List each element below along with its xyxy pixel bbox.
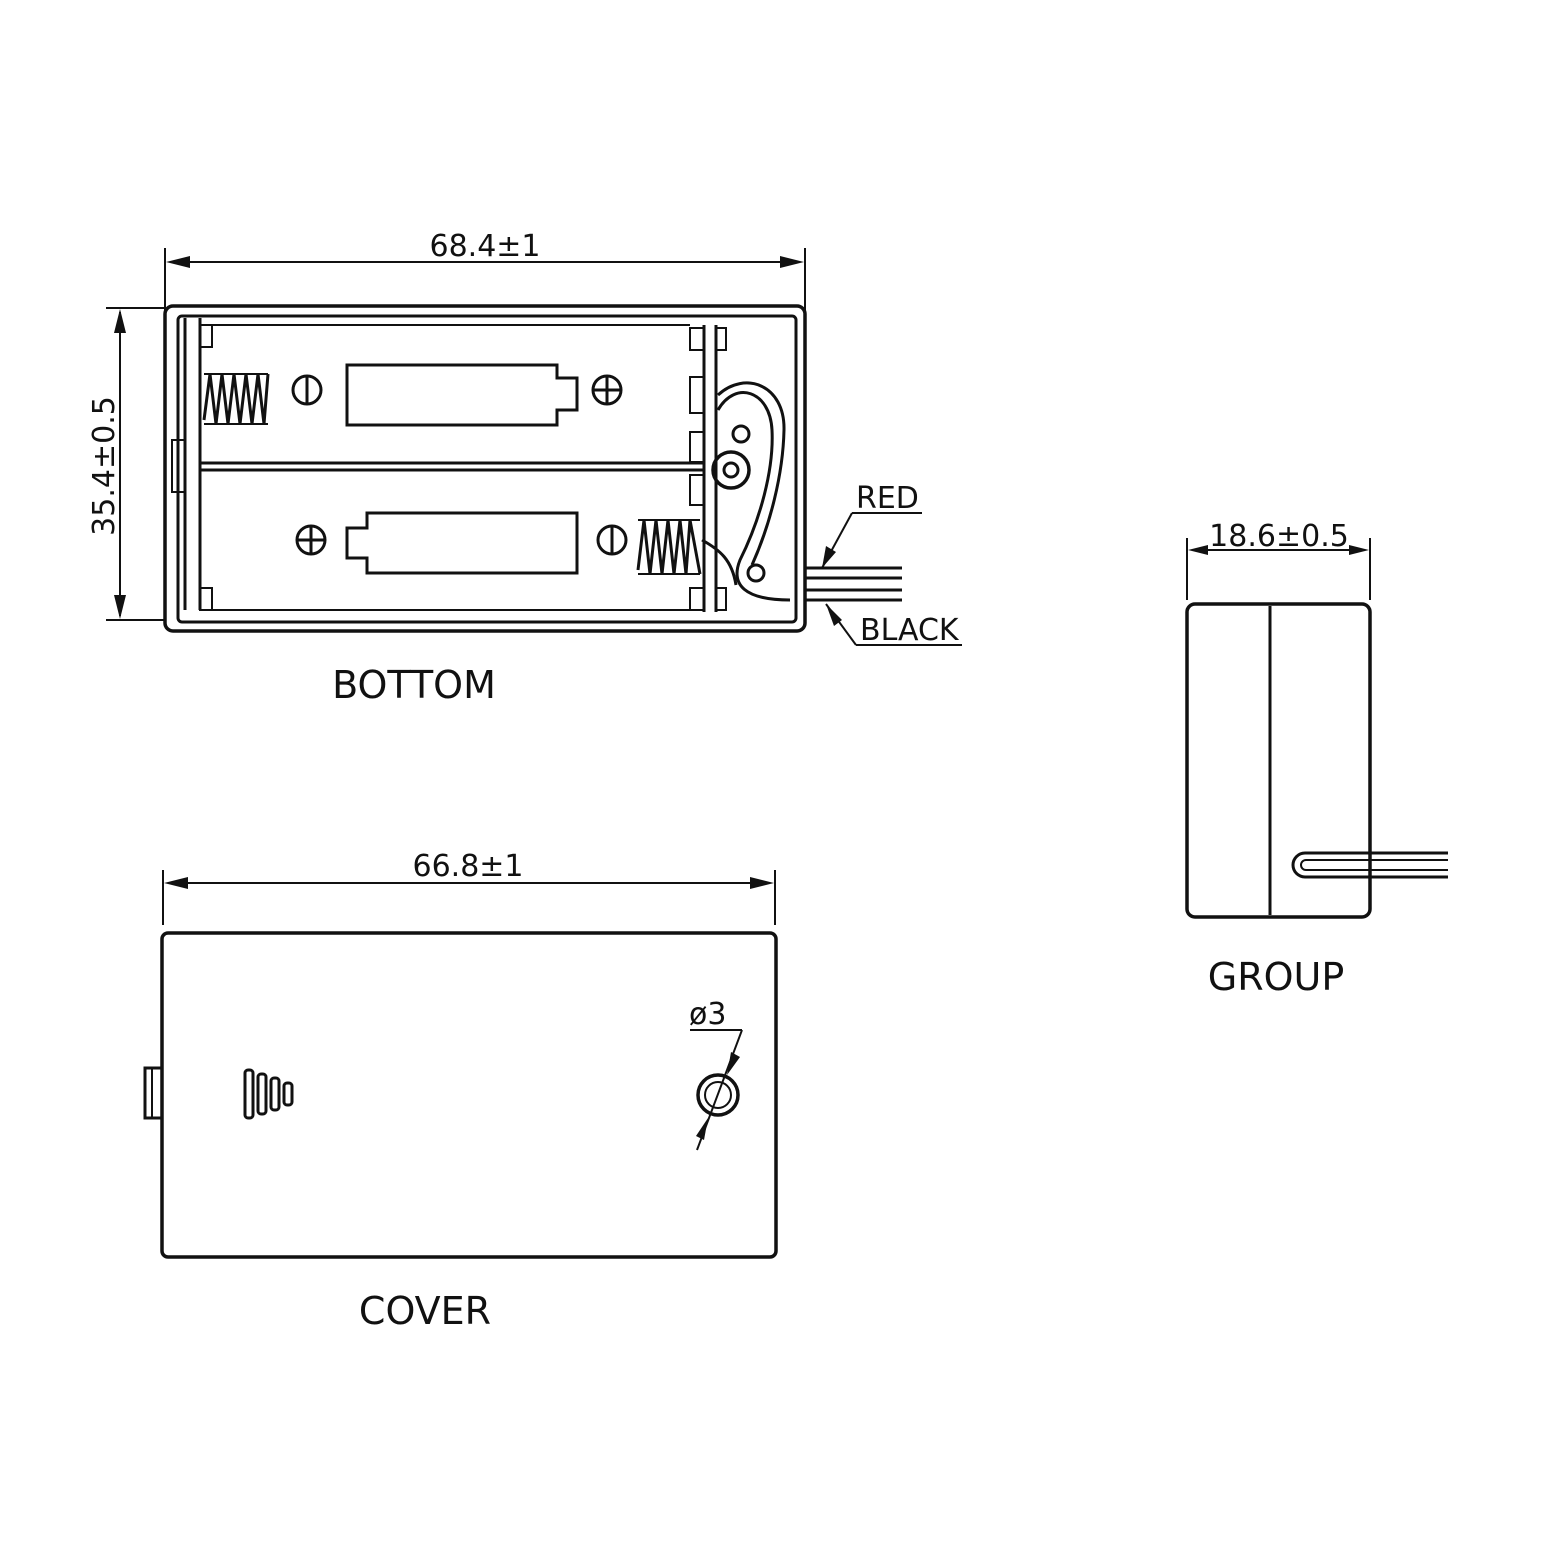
red-wire-callout: RED <box>821 481 922 569</box>
bottom-view: 68.4±1 35.4±0.5 <box>87 229 962 707</box>
cover-latch-tab <box>143 1066 164 1120</box>
minus-symbol-icon <box>291 374 323 406</box>
wiring-compartment <box>701 381 791 602</box>
group-view-label: GROUP <box>1208 955 1345 999</box>
bottom-width-dimension: 68.4±1 <box>164 229 806 312</box>
group-lead-wires <box>1291 851 1448 879</box>
plus-symbol-icon <box>295 524 327 556</box>
red-wire-label: RED <box>856 481 919 516</box>
black-wire-label: BLACK <box>860 613 960 648</box>
cover-width-dimension: 66.8±1 <box>162 849 776 925</box>
group-body <box>1185 602 1372 919</box>
bottom-view-label: BOTTOM <box>332 663 496 707</box>
battery-holder-case <box>163 304 807 633</box>
group-view: 18.6±0.5 GROUP <box>1185 519 1448 999</box>
upper-battery-slot <box>202 363 623 427</box>
hole-diameter-label: ø3 <box>689 997 726 1032</box>
cover-width-label: 66.8±1 <box>412 849 523 884</box>
cover-screw-hole: ø3 <box>689 997 743 1151</box>
grip-ridges-icon <box>243 1068 294 1120</box>
lower-battery-outline <box>345 511 579 575</box>
upper-battery-outline <box>345 363 579 427</box>
group-width-dimension: 18.6±0.5 <box>1186 519 1371 600</box>
lower-spring-contact <box>636 519 702 575</box>
minus-symbol-icon <box>596 524 628 556</box>
lead-wires <box>805 566 902 602</box>
bottom-height-label: 35.4±0.5 <box>87 396 122 536</box>
cover-view: 66.8±1 ø3 COVER <box>143 849 778 1333</box>
bottom-height-dimension: 35.4±0.5 <box>87 307 165 621</box>
group-width-label: 18.6±0.5 <box>1209 519 1349 554</box>
upper-spring-contact <box>202 373 270 425</box>
bottom-width-label: 68.4±1 <box>429 229 540 264</box>
cover-view-label: COVER <box>359 1289 491 1333</box>
lower-battery-slot <box>295 511 702 575</box>
plus-symbol-icon <box>591 374 623 406</box>
black-wire-callout: BLACK <box>825 603 962 648</box>
